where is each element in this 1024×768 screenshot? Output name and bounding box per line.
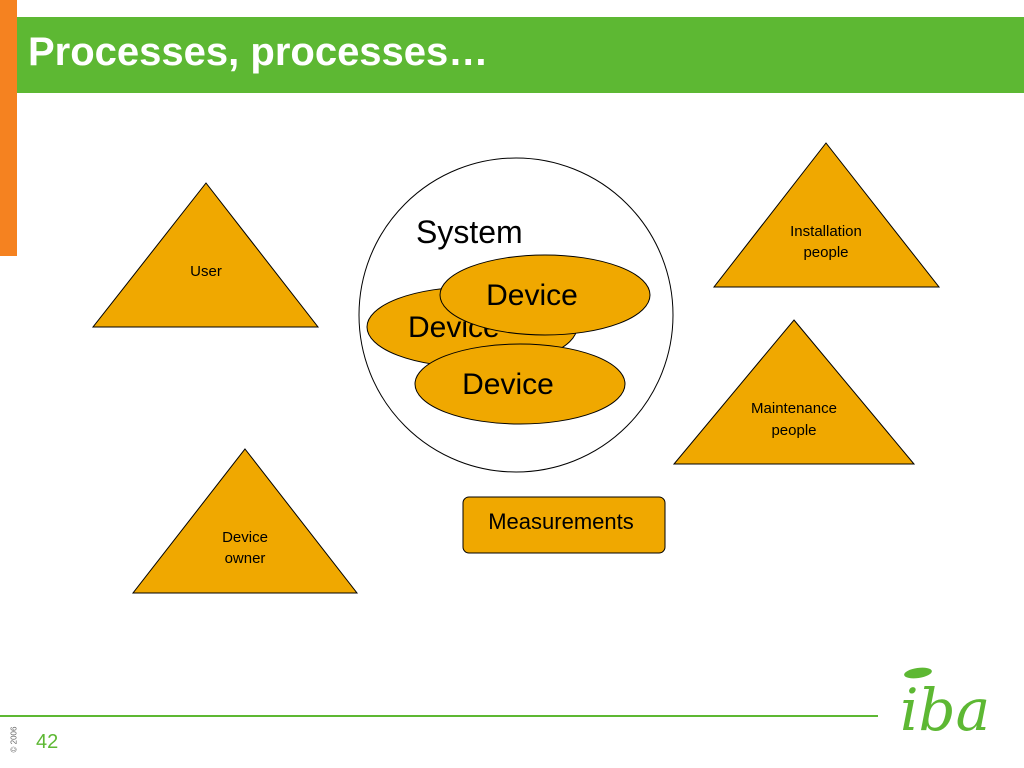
installation-label-line1: Installation [790,223,862,240]
user-triangle [91,182,320,328]
maintenance-role: Maintenance people [672,319,916,465]
measurements-label: Measurements [488,509,634,534]
iba-logo: iba [900,667,990,744]
copyright-notice: © 2006 [9,726,19,753]
installation-triangle [712,142,941,288]
user-role: User [91,182,320,328]
logo-text: iba [900,676,990,744]
device-owner-triangle [131,448,359,594]
user-label: User [190,263,222,280]
slide-title: Processes, processes… [28,30,489,74]
maintenance-label-line1: Maintenance [751,400,837,417]
device-ellipse-bottom [414,343,626,425]
system: System Device Device Device [358,157,674,473]
device-owner-label-line2: owner [225,550,266,567]
measurements-box [462,496,666,554]
installation-role: Installation people [712,142,941,288]
maintenance-triangle [672,319,916,465]
logo-dot [904,667,932,679]
page-number: 42 [36,731,59,753]
installation-label-line2: people [803,244,848,261]
footer-rule [0,715,878,717]
device-ellipse-top [439,254,651,336]
title-bar [17,17,1024,93]
measurements: Measurements [462,496,666,554]
device-label-top: Device [486,279,578,312]
device-owner-role: Device owner [131,448,359,594]
accent-bar [0,0,17,256]
system-label: System [416,214,523,250]
maintenance-label-line2: people [771,422,816,439]
device-owner-label-line1: Device [222,529,268,546]
device-label-bottom: Device [462,368,554,401]
